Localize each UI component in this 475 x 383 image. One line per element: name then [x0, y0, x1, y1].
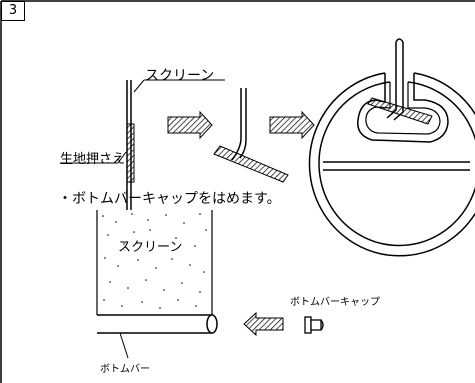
bottom-bar-label: ボトムバー: [100, 364, 150, 375]
bottom-bar: [97, 314, 218, 359]
screen-panel: [96, 210, 213, 315]
screen-bent: [213, 88, 289, 183]
instruction-text: ・ボトムバーキャップをはめます。: [58, 191, 281, 207]
fabric-holder-label: 生地押さえ: [60, 152, 126, 167]
screen-label-top: スクリーン: [145, 68, 215, 84]
arrow-step-2: [269, 110, 315, 140]
screen-label-bottom: スクリーン: [118, 240, 183, 255]
bottom-bar-cap-label: ボトムバーキャップ: [290, 297, 380, 308]
step-number: 3: [1, 1, 25, 21]
bottom-bar-cap: [304, 316, 324, 334]
arrow-step-1: [167, 110, 213, 140]
bottom-bar-section: [308, 38, 475, 257]
arrow-cap: [243, 311, 284, 337]
screen-with-holder: [60, 79, 225, 210]
